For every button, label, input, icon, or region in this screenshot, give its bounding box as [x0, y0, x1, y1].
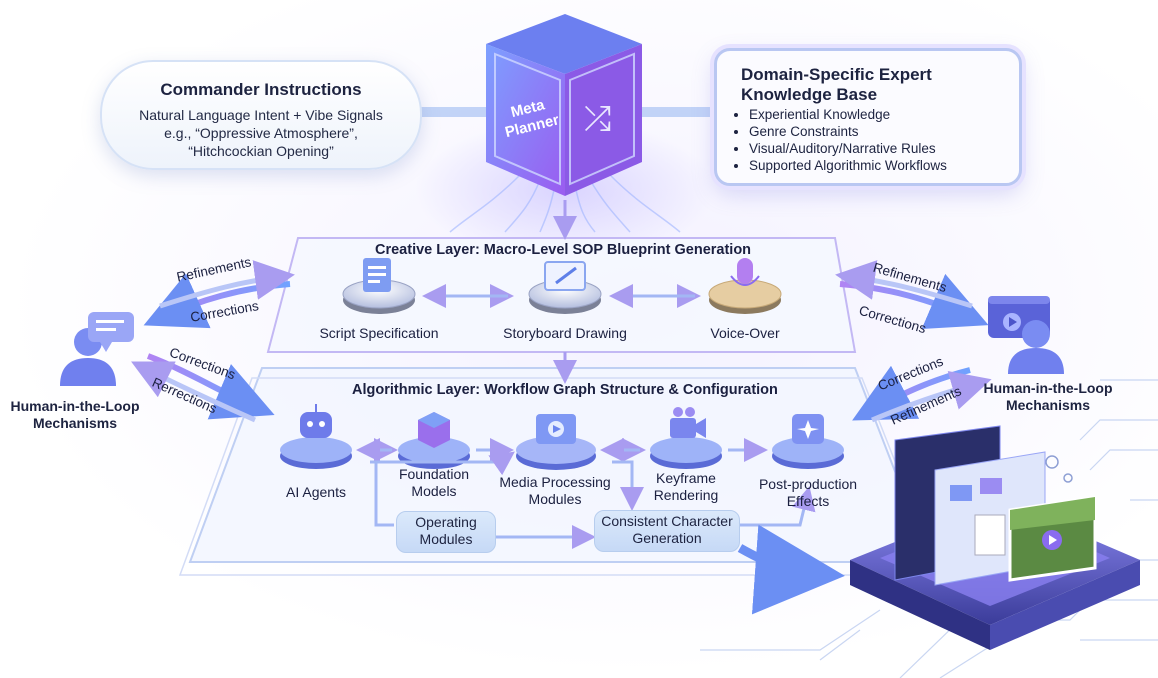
- keyframe-rendering-label: Keyframe Rendering: [646, 470, 726, 504]
- post-production-label: Post-production Effects: [752, 476, 864, 510]
- voice-node: [708, 279, 782, 314]
- drawing-icon: [544, 261, 586, 291]
- sparkle-icon: [792, 414, 824, 444]
- keyframe-line-2: Rendering: [653, 487, 719, 503]
- hitl-left-line-2: Mechanisms: [32, 415, 118, 431]
- cube-icon: [418, 412, 450, 448]
- post-line-2: Effects: [786, 493, 830, 509]
- operating-line-1: Operating: [415, 514, 477, 530]
- hitl-left-label: Human-in-the-Loop Mechanisms: [6, 398, 144, 432]
- algorithmic-node-disks: [280, 436, 844, 470]
- foundation-line-2: Models: [411, 483, 457, 499]
- media-folder-icon: [536, 414, 576, 444]
- creative-layer-title: Creative Layer: Macro-Level SOP Blueprin…: [375, 242, 752, 258]
- knowledge-base-list: Experiential Knowledge Genre Constraints…: [735, 106, 947, 174]
- post-line-1: Post-production: [758, 476, 858, 492]
- kb-item: Visual/Auditory/Narrative Rules: [749, 140, 947, 157]
- chat-bubble-icon: [88, 312, 134, 352]
- foundation-line-1: Foundation: [398, 466, 470, 482]
- consistent-character-box: Consistent Character Generation: [594, 510, 740, 552]
- operating-modules-box: Operating Modules: [396, 511, 496, 553]
- kb-item: Genre Constraints: [749, 123, 947, 140]
- knowledge-base-box: Domain-Specific Expert Knowledge Base Ex…: [714, 48, 1022, 186]
- operating-line-2: Modules: [419, 531, 473, 547]
- kb-title-line-1: Domain-Specific Expert: [741, 65, 932, 84]
- commander-line-3: “Hitchcockian Opening”: [188, 143, 334, 159]
- kb-title-line-2: Knowledge Base: [741, 85, 878, 104]
- person-icon: [60, 328, 116, 386]
- consistent-line-1: Consistent Character: [601, 513, 733, 529]
- script-specification-label: Script Specification: [319, 325, 439, 341]
- knowledge-base-title: Domain-Specific Expert Knowledge Base: [741, 65, 932, 105]
- consistent-line-2: Generation: [632, 530, 702, 546]
- voice-over-label: Voice-Over: [710, 325, 780, 341]
- storyboard-drawing-label: Storyboard Drawing: [503, 325, 627, 341]
- output-device: [850, 425, 1140, 650]
- media-line-2: Modules: [528, 491, 582, 507]
- person-icon: [1008, 320, 1064, 374]
- right-feedback-arrows: [835, 260, 992, 423]
- video-camera-icon: [670, 407, 706, 438]
- commander-title: Commander Instructions: [160, 80, 362, 99]
- script-node: [342, 279, 416, 314]
- hitl-right-label: Human-in-the-Loop Mechanisms: [978, 380, 1118, 414]
- kb-item: Supported Algorithmic Workflows: [749, 157, 947, 174]
- keyframe-line-1: Keyframe: [656, 470, 716, 486]
- foundation-models-label: Foundation Models: [389, 466, 479, 500]
- commander-instructions-box: Commander Instructions Natural Language …: [100, 60, 422, 170]
- document-icon: [363, 258, 391, 292]
- media-processing-label: Media Processing Modules: [490, 474, 620, 508]
- ai-agents-label: AI Agents: [286, 484, 346, 500]
- meta-planner-cube: [486, 14, 642, 196]
- shuffle-icon: ⤮: [584, 100, 612, 138]
- commander-line-2: e.g., “Oppressive Atmosphere”,: [164, 125, 358, 141]
- hitl-right-line-2: Mechanisms: [1005, 397, 1091, 413]
- kb-item: Experiential Knowledge: [749, 106, 947, 123]
- hitl-left-line-1: Human-in-the-Loop: [10, 398, 140, 414]
- output-arrow: [737, 524, 845, 615]
- hitl-right-line-1: Human-in-the-Loop: [983, 380, 1113, 396]
- left-feedback-arrows: [131, 260, 295, 423]
- commander-line-1: Natural Language Intent + Vibe Signals: [139, 107, 383, 123]
- algorithmic-layer-title: Algorithmic Layer: Workflow Graph Struct…: [352, 382, 778, 398]
- robot-icon: [300, 404, 332, 438]
- media-line-1: Media Processing: [499, 474, 611, 490]
- microphone-icon: [730, 258, 760, 286]
